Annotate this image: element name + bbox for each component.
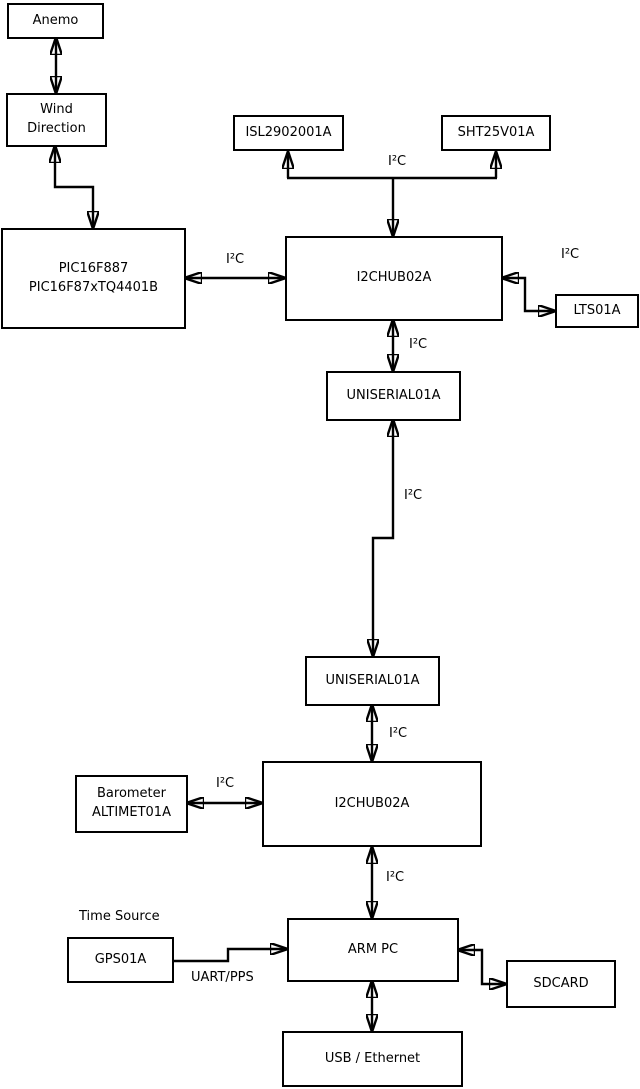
node-anemo-label: Anemo xyxy=(32,12,79,28)
i2c-label-pic-hub: I²C xyxy=(226,252,245,267)
edge-uniserial-upper-uniserial-lower xyxy=(373,420,393,656)
node-arm-pc: ARM PC xyxy=(287,918,459,982)
edge-hub-upper-lts xyxy=(502,278,555,311)
node-arm-pc-label: ARM PC xyxy=(347,941,399,957)
edge-gps-armpc xyxy=(173,949,287,963)
node-i2c-hub-upper-label: I2CHUB02A xyxy=(356,270,432,286)
node-barometer: Barometer ALTIMET01A xyxy=(75,775,188,833)
node-barometer-line2: ALTIMET01A xyxy=(92,805,171,820)
node-gps-label: GPS01A xyxy=(94,951,147,967)
edge-winddirection-pic xyxy=(55,146,93,228)
node-anemo: Anemo xyxy=(7,3,104,39)
i2c-label-uniserial-lower-hub: I²C xyxy=(389,726,408,741)
node-pic-line2: PIC16F87xTQ4401B xyxy=(28,279,159,295)
node-barometer-line1: Barometer xyxy=(97,786,166,802)
node-uniserial-upper: UNISERIAL01A xyxy=(326,371,461,421)
i2c-label-hub-armpc: I²C xyxy=(386,870,405,885)
i2c-label-barometer-hub: I²C xyxy=(216,776,235,791)
i2c-label-junction-top: I²C xyxy=(388,154,407,169)
node-uniserial-upper-label: UNISERIAL01A xyxy=(346,387,441,403)
node-pic: PIC16F887 PIC16F87xTQ4401B xyxy=(1,228,186,329)
node-sdcard-label: SDCARD xyxy=(533,975,589,991)
i2c-label-hub-uniserial-upper: I²C xyxy=(409,337,428,352)
node-sdcard: SDCARD xyxy=(506,960,616,1008)
edge-armpc-sdcard xyxy=(458,950,506,984)
node-lts: LTS01A xyxy=(555,294,639,328)
node-wind-direction-line2: Direction xyxy=(27,121,86,136)
i2c-label-hub-lts: I²C xyxy=(561,247,580,262)
i2c-label-long-line: I²C xyxy=(404,488,423,503)
node-usb-ethernet-label: USB / Ethernet xyxy=(324,1050,421,1066)
node-sht: SHT25V01A xyxy=(441,115,551,151)
node-wind-direction-line1: Wind xyxy=(40,102,73,118)
node-uniserial-lower: UNISERIAL01A xyxy=(305,656,440,706)
node-usb-ethernet: USB / Ethernet xyxy=(282,1031,463,1087)
node-sht-label: SHT25V01A xyxy=(457,124,535,140)
node-gps: GPS01A xyxy=(67,937,174,983)
node-wind-direction: Wind Direction xyxy=(6,93,107,147)
node-i2c-hub-lower: I2CHUB02A xyxy=(262,761,482,847)
node-isl-label: ISL2902001A xyxy=(245,124,332,140)
node-i2c-hub-lower-label: I2CHUB02A xyxy=(334,795,410,811)
node-uniserial-lower-label: UNISERIAL01A xyxy=(325,672,420,688)
node-i2c-hub-upper: I2CHUB02A xyxy=(285,236,503,321)
time-source-label: Time Source xyxy=(79,909,160,924)
node-lts-label: LTS01A xyxy=(573,302,621,318)
uart-pps-label: UART/PPS xyxy=(191,970,254,985)
node-isl: ISL2902001A xyxy=(233,115,344,151)
node-pic-line1: PIC16F887 xyxy=(58,260,129,276)
